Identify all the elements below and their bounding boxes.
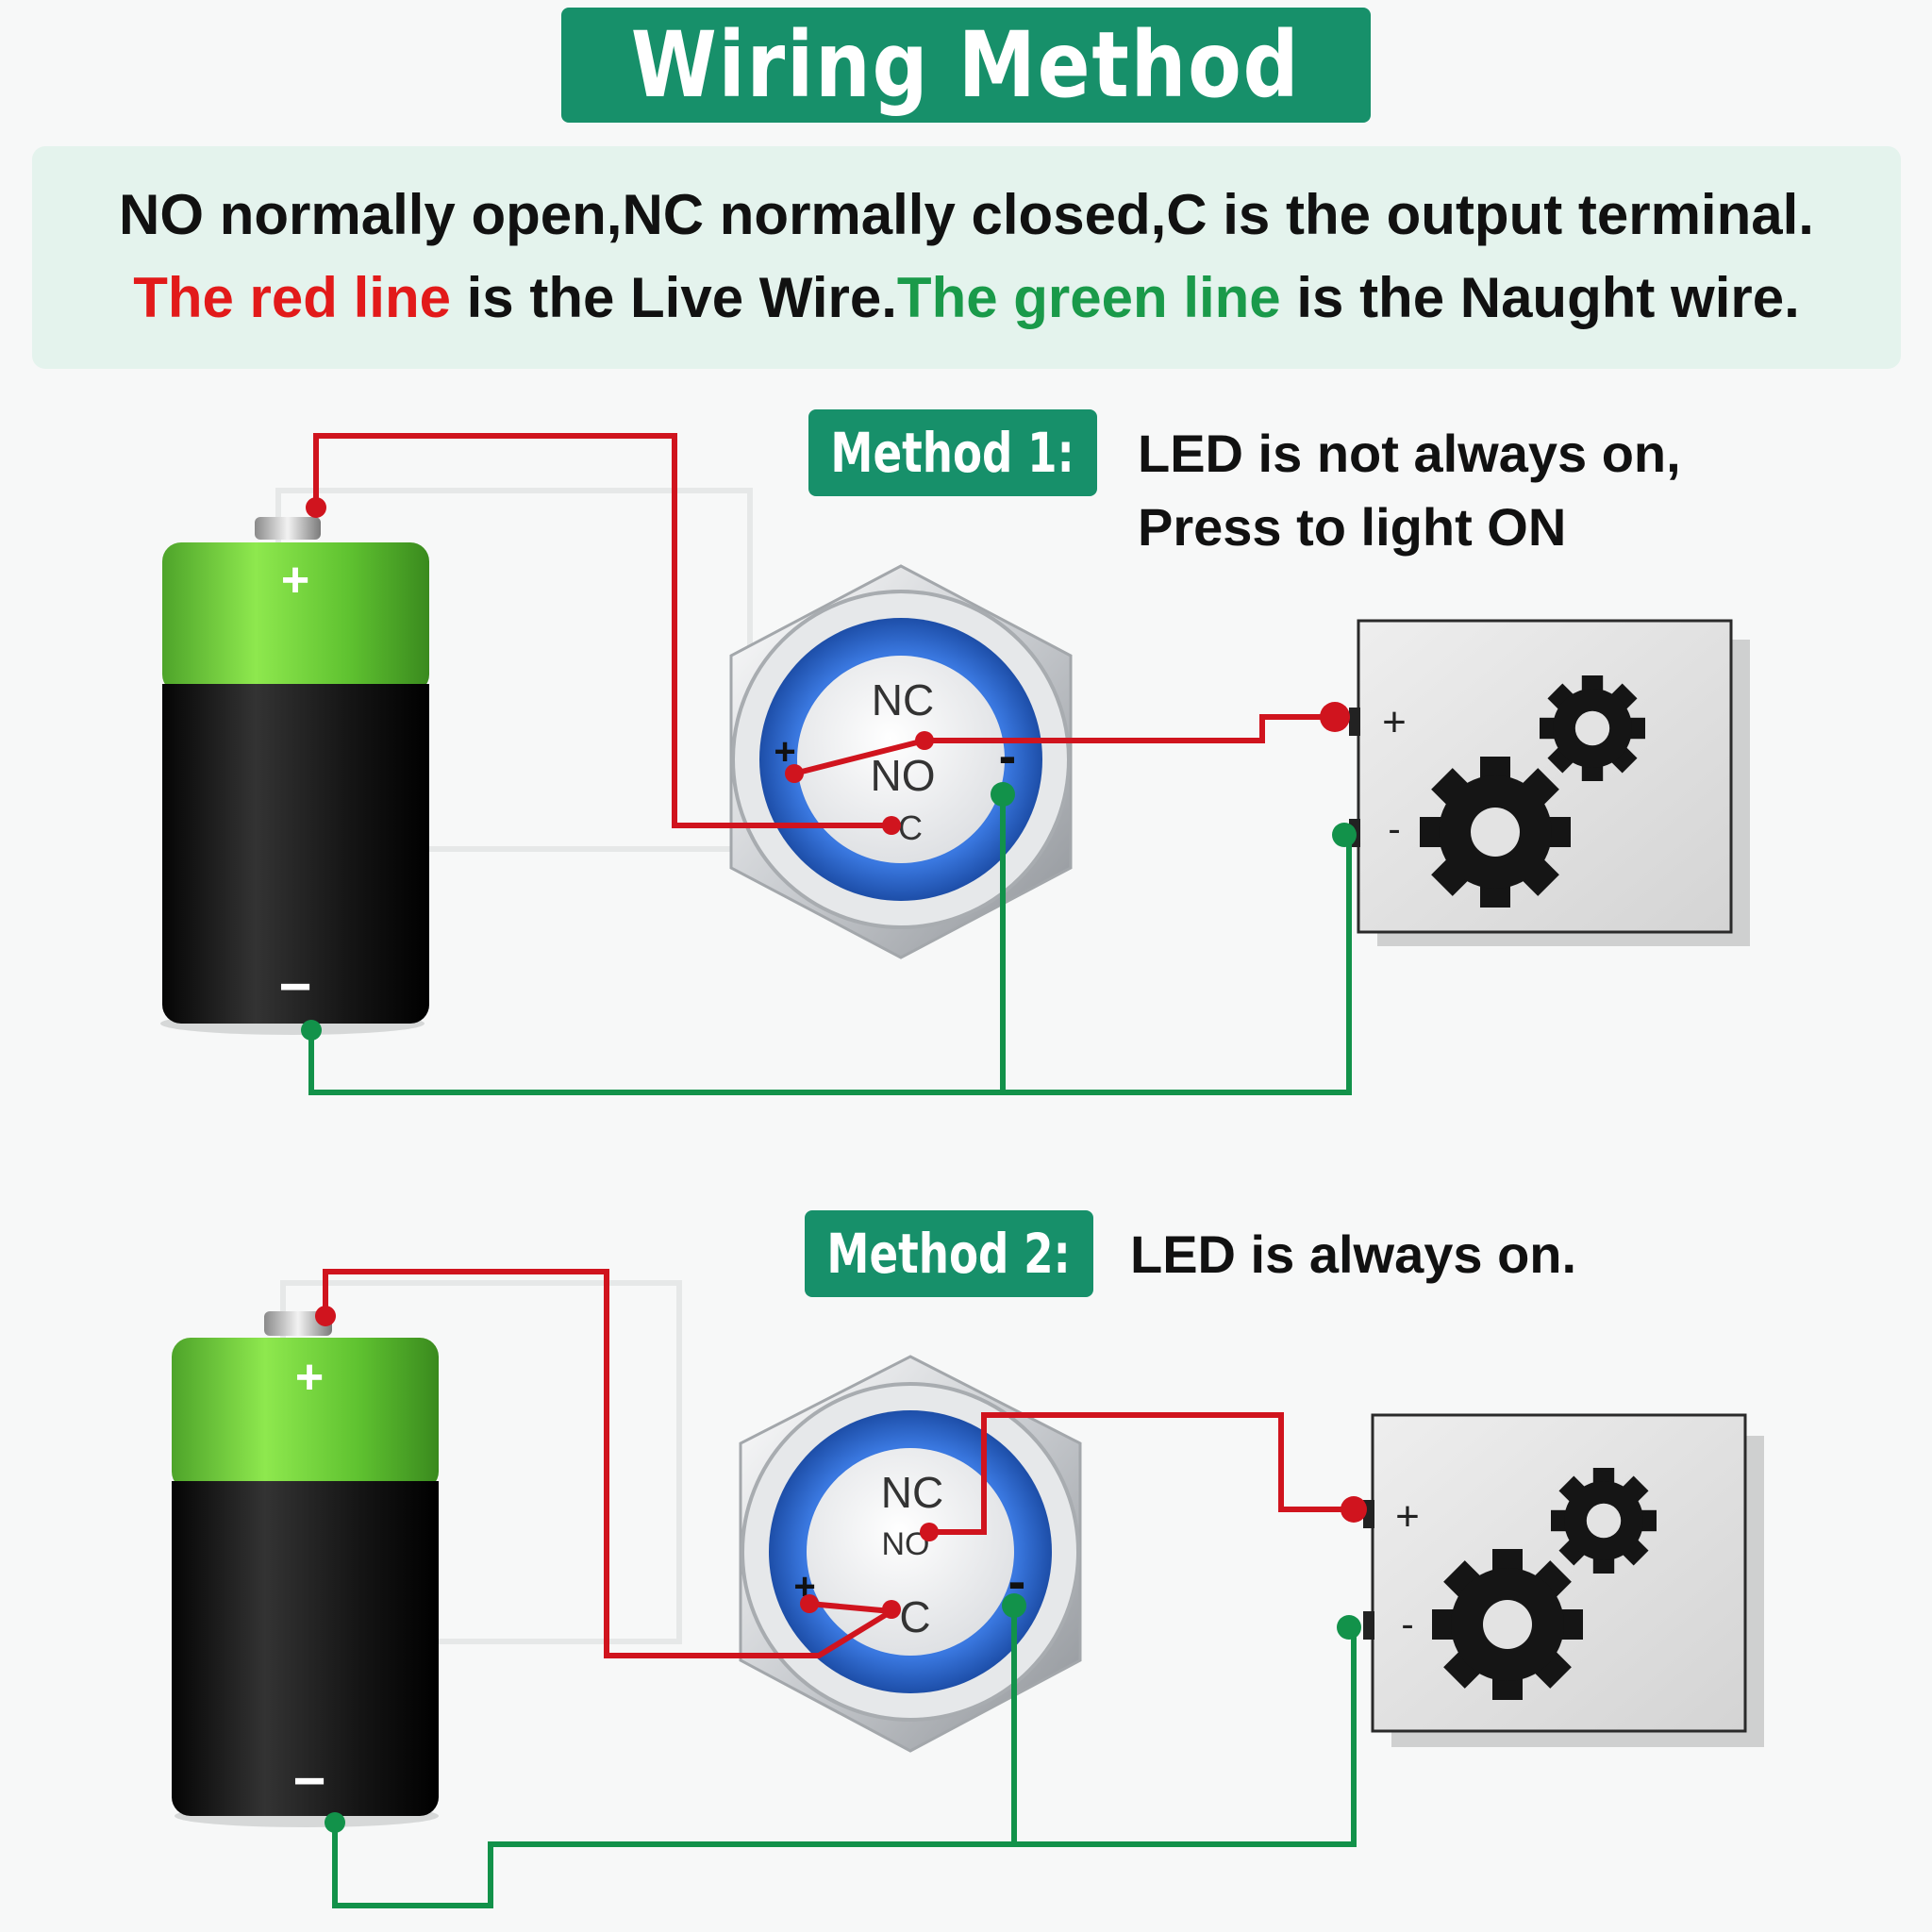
method-1-diagram: + − NC NO C + - + -: [160, 433, 1750, 1095]
c-terminal-label: C: [898, 808, 923, 847]
method-1-badge: Method 1:: [808, 409, 1097, 496]
method-2-desc: LED is always on.: [1130, 1224, 1577, 1284]
c-terminal-label: C: [899, 1592, 930, 1641]
neutral-wire-nodes: [325, 1593, 1361, 1833]
neutral-wire-nodes: [301, 782, 1357, 1041]
live-wire-text: is the Live Wire.: [450, 266, 897, 329]
device-plus-label: +: [1395, 1493, 1420, 1540]
method-1-desc-line1: LED is not always on,: [1138, 424, 1681, 483]
battery-icon: + −: [172, 1311, 439, 1827]
nc-terminal-label: NC: [881, 1468, 943, 1517]
page-title: Wiring Method: [631, 12, 1301, 118]
title-banner: Wiring Method: [561, 8, 1371, 123]
device-minus-label: -: [1401, 1604, 1413, 1645]
battery-minus-label: −: [278, 955, 311, 1018]
gear-icon: [1551, 1468, 1657, 1574]
led-plus-label: +: [774, 731, 795, 773]
method-2-description: LED is always on.: [1130, 1218, 1576, 1291]
no-terminal-label: NO: [871, 751, 936, 800]
live-wire-nodes: [315, 1306, 1367, 1619]
device-box-icon: + -: [1349, 619, 1750, 946]
live-wire: [323, 1269, 1354, 1658]
device-minus-label: -: [1388, 808, 1400, 850]
gear-icon: [1540, 675, 1645, 781]
method-1-label: Method 1:: [830, 421, 1075, 485]
battery-plus-label: +: [295, 1350, 324, 1405]
method-2-badge: Method 2:: [805, 1210, 1093, 1297]
device-box-icon: + -: [1363, 1413, 1764, 1747]
green-line-label: The green line: [896, 266, 1281, 329]
device-plus-label: +: [1382, 699, 1407, 745]
battery-minus-label: −: [292, 1749, 325, 1812]
gear-icon: [1420, 757, 1571, 908]
wire-legend: The red line is the Live Wire.The green …: [32, 265, 1901, 330]
method-1-description: LED is not always on, Press to light ON: [1138, 417, 1681, 564]
gear-icon: [1432, 1549, 1583, 1700]
terminal-legend: NO normally open,NC normally closed,C is…: [119, 183, 1814, 246]
naught-wire-text: is the Naught wire.: [1280, 266, 1800, 329]
neutral-wire: [332, 1604, 1357, 1908]
push-switch-icon: NC NO C + -: [729, 564, 1073, 959]
method-2-diagram: + − NC NO C + - + -: [172, 1269, 1764, 1908]
method-1-desc-line2: Press to light ON: [1138, 497, 1567, 557]
info-panel: NO normally open,NC normally closed,C is…: [32, 146, 1901, 369]
led-minus-label: -: [999, 725, 1017, 785]
battery-icon: + −: [160, 517, 429, 1035]
method-2-label: Method 2:: [826, 1222, 1072, 1286]
live-wire-nodes: [306, 497, 1350, 835]
red-line-label: The red line: [133, 266, 451, 329]
neutral-wire: [308, 794, 1352, 1095]
battery-plus-label: +: [281, 553, 309, 608]
live-wire: [313, 433, 1335, 828]
push-switch-icon: NC NO C + -: [739, 1355, 1082, 1753]
nc-terminal-label: NC: [872, 675, 934, 724]
